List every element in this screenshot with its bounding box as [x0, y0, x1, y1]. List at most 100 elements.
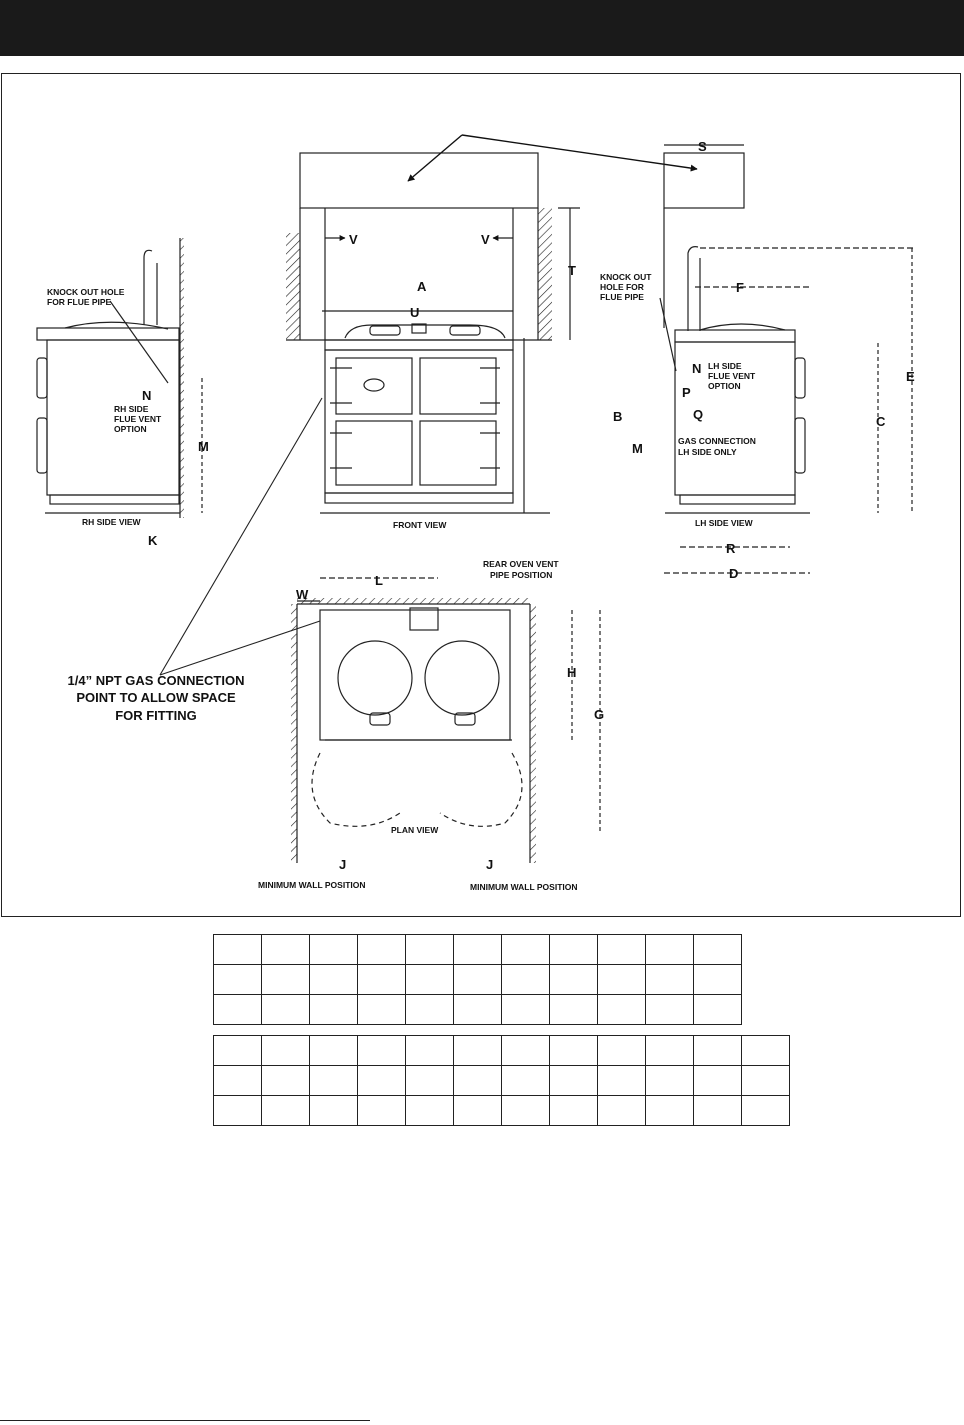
label-n-right: N — [692, 361, 701, 376]
label-t: T — [568, 263, 576, 278]
table-cell — [453, 1095, 502, 1126]
rear-vent-line2: PIPE POSITION — [490, 570, 552, 580]
table-cell — [405, 934, 454, 965]
table-cell — [357, 994, 406, 1025]
table-row — [213, 934, 742, 965]
table-cell — [501, 994, 550, 1025]
label-k: K — [148, 533, 158, 548]
label-r: R — [726, 541, 736, 556]
table-row — [213, 1065, 790, 1096]
table-cell — [693, 994, 742, 1025]
table-row — [213, 964, 742, 995]
table-cell — [309, 994, 358, 1025]
label-h: H — [567, 665, 576, 680]
label-n-left: N — [142, 388, 151, 403]
table-cell — [693, 1095, 742, 1126]
lh-flue-line1: LH SIDE — [708, 361, 742, 371]
caption-plan: PLAN VIEW — [391, 825, 439, 835]
label-m-right: M — [632, 441, 643, 456]
table-cell — [549, 994, 598, 1025]
table-cell — [261, 1035, 310, 1066]
table-cell — [309, 1095, 358, 1126]
gas-lh-line1: GAS CONNECTION — [678, 436, 756, 446]
annotations: KNOCK OUT HOLE FOR FLUE PIPE RH SIDE FLU… — [47, 272, 756, 723]
table-cell — [405, 1065, 454, 1096]
knock-out-right-line3: FLUE PIPE — [600, 292, 644, 302]
table-cell — [309, 1065, 358, 1096]
rh-side-view — [36, 238, 203, 518]
table-cell — [645, 1095, 694, 1126]
label-l: L — [375, 573, 383, 588]
gas-conn-line1: 1/4” NPT GAS CONNECTION — [68, 673, 245, 688]
table-row — [213, 1035, 790, 1066]
rh-flue-line3: OPTION — [114, 424, 147, 434]
table-cell — [501, 1035, 550, 1066]
table-cell — [453, 994, 502, 1025]
table-cell — [357, 964, 406, 995]
label-e: E — [906, 369, 915, 384]
knock-out-right-line2: HOLE FOR — [600, 282, 644, 292]
table-cell — [405, 964, 454, 995]
table-cell — [453, 1065, 502, 1096]
caption-min-wall-right: MINIMUM WALL POSITION — [470, 882, 578, 892]
label-b: B — [613, 409, 622, 424]
table-cell — [549, 934, 598, 965]
footnote-rule — [0, 1420, 370, 1421]
label-v-left: V — [349, 232, 358, 247]
table-cell — [645, 964, 694, 995]
table-cell — [645, 934, 694, 965]
caption-lh-side: LH SIDE VIEW — [695, 518, 754, 528]
front-view — [286, 134, 698, 514]
dimension-labels: S T V V A U F E C B N N P Q M M K R D L … — [142, 139, 915, 872]
table-cell — [261, 1095, 310, 1126]
label-j-left: J — [339, 857, 346, 872]
table-cell — [549, 1035, 598, 1066]
gas-conn-line3: FOR FITTING — [115, 708, 197, 723]
table-cell — [597, 1035, 646, 1066]
table-cell — [309, 934, 358, 965]
diagram-frame — [1, 73, 961, 917]
installation-diagram: S T V V A U F E C B N N P Q M M K R D L … — [36, 134, 915, 892]
table-cell — [261, 1065, 310, 1096]
caption-front: FRONT VIEW — [393, 520, 447, 530]
knock-out-left-line1: KNOCK OUT HOLE — [47, 287, 125, 297]
label-a: A — [417, 279, 427, 294]
caption-rh-side: RH SIDE VIEW — [82, 517, 142, 527]
table-cell — [693, 1065, 742, 1096]
table-cell — [501, 1065, 550, 1096]
table-cell — [261, 994, 310, 1025]
gas-connection-leaders — [159, 397, 323, 676]
table-cell — [213, 1065, 262, 1096]
label-g: G — [594, 707, 604, 722]
caption-min-wall-left: MINIMUM WALL POSITION — [258, 880, 366, 890]
label-p: P — [682, 385, 691, 400]
header-bar — [0, 0, 964, 56]
table-cell — [645, 1065, 694, 1096]
label-f: F — [736, 280, 744, 295]
rh-flue-line2: FLUE VENT — [114, 414, 162, 424]
table-cell — [405, 1095, 454, 1126]
table-cell — [741, 1095, 790, 1126]
table-cell — [453, 964, 502, 995]
table-cell — [597, 934, 646, 965]
view-captions: RH SIDE VIEW FRONT VIEW LH SIDE VIEW PLA… — [82, 517, 754, 892]
label-v-right: V — [481, 232, 490, 247]
gas-lh-line2: LH SIDE ONLY — [678, 447, 737, 457]
table-cell — [261, 964, 310, 995]
table-row — [213, 1095, 790, 1126]
lh-side-view — [659, 144, 915, 574]
rh-flue-line1: RH SIDE — [114, 404, 149, 414]
label-j-right: J — [486, 857, 493, 872]
lh-flue-line3: OPTION — [708, 381, 741, 391]
table-cell — [645, 1035, 694, 1066]
table-cell — [213, 994, 262, 1025]
table-cell — [741, 1035, 790, 1066]
knock-out-right-line1: KNOCK OUT — [600, 272, 652, 282]
lh-flue-line2: FLUE VENT — [708, 371, 756, 381]
label-q: Q — [693, 407, 703, 422]
table-cell — [405, 994, 454, 1025]
table-cell — [741, 1065, 790, 1096]
table-row — [213, 994, 742, 1025]
table-cell — [261, 934, 310, 965]
table-cell — [693, 934, 742, 965]
